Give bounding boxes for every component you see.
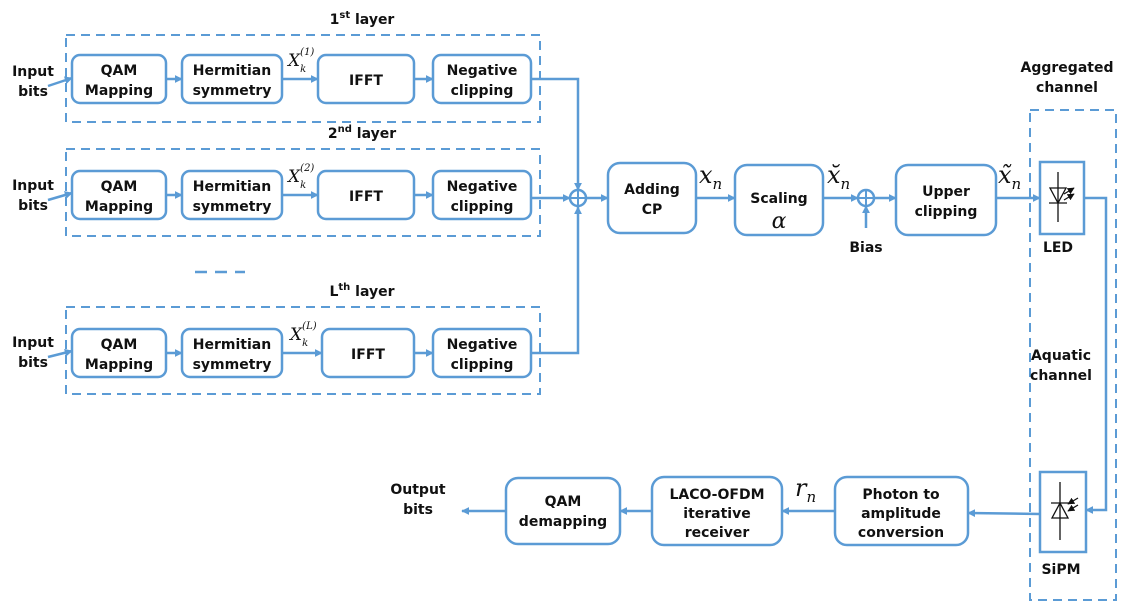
layer-1-ifft-block: IFFT [316,53,416,105]
svg-text:Scaling: Scaling [750,191,807,207]
layer-2-title: 2nd layer [328,124,396,142]
svg-text:IFFT: IFFT [349,73,383,89]
layer-2-input-arrow [47,191,73,202]
layer-l-to-sum-arrow [531,206,582,355]
x-breve-n-label: x̆n [827,161,850,193]
led-block [1038,160,1086,236]
layer-1-title: 1st layer [330,10,395,28]
layer-1-input-arrow [47,76,73,88]
layer-l-frame [65,306,541,395]
summation-node [568,188,588,208]
sipm-icon [1050,482,1079,540]
layer-l-title: Lth layer [329,282,394,300]
layer-1-signal-label: Xk(1) [286,47,314,75]
svg-text:IFFT: IFFT [351,347,385,363]
svg-text:α: α [772,209,787,234]
layer-l-input-arrow [47,348,73,359]
led-label: LED [1043,240,1073,256]
aquatic-channel-path [1084,196,1108,514]
channel-frame [1029,109,1117,601]
sipm-label: SiPM [1041,562,1080,578]
layer-1-to-sum-arrow [531,77,582,191]
bias-summation-node [856,188,876,208]
led-icon [1048,172,1075,222]
bias-label: Bias [849,240,882,256]
layer-l-ifft-block: IFFT [320,327,416,379]
layer-2-signal-label: Xk(2) [286,163,314,191]
sipm-block [1038,470,1088,554]
svg-text:IFFT: IFFT [349,189,383,205]
layer-2-frame [65,148,541,237]
x-tilde-n-label: x̃n [998,161,1021,193]
layer-l-signal-label: Xk(L) [288,321,317,349]
layer-2-ifft-block: IFFT [316,169,416,221]
sipm-to-photon-arrow [967,509,1041,518]
x-n-label: xn [699,161,722,193]
r-n-label: rn [795,474,816,506]
scaling-block: Scaling α [733,163,825,237]
